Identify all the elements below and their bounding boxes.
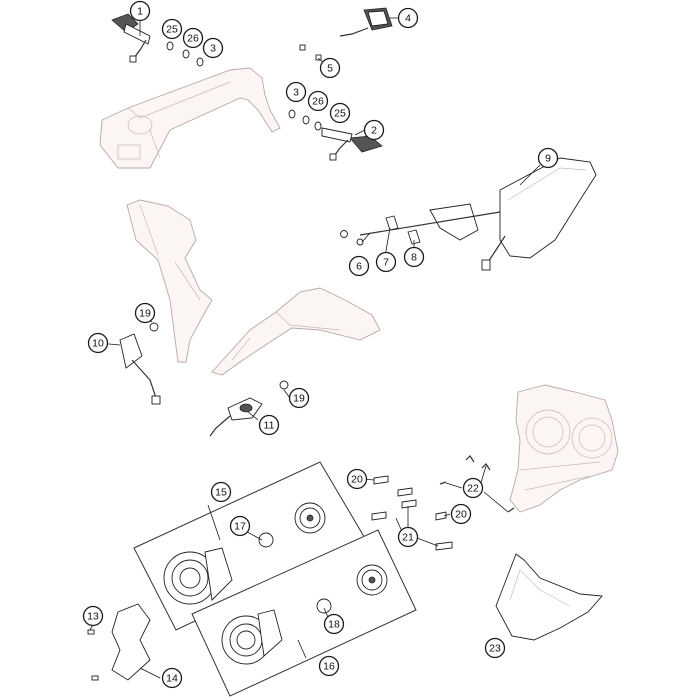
svg-text:10: 10 [92,338,104,350]
callout-10[interactable]: 10 [87,332,109,354]
callout-19-lower[interactable]: 19 [288,387,310,409]
callout-19-upper[interactable]: 19 [134,302,156,324]
svg-text:21: 21 [402,532,414,544]
clip-parts-22 [439,455,515,513]
svg-text:26: 26 [312,96,324,108]
svg-text:3: 3 [293,87,299,99]
svg-text:14: 14 [166,673,178,685]
right-fairing-panel-ghost [211,287,381,376]
callout-13[interactable]: 13 [82,605,104,627]
callout-25-rear[interactable]: 25 [329,102,351,124]
reflector-right-part [209,397,263,437]
callout-25-front[interactable]: 25 [161,18,183,40]
callout-3-front[interactable]: 3 [202,37,224,59]
callout-26-front[interactable]: 26 [182,27,204,49]
callout-17[interactable]: 17 [229,515,251,537]
callout-23[interactable]: 23 [484,637,506,659]
svg-text:22: 22 [467,483,479,495]
headlight-bracket-ghost [509,384,619,513]
svg-text:13: 13 [87,611,99,623]
callout-20-lower[interactable]: 20 [450,503,472,525]
svg-text:4: 4 [405,13,411,25]
nut-parts-19 [149,322,289,390]
callout-16[interactable]: 16 [318,655,340,677]
bolt-parts-20-21 [371,475,453,551]
svg-text:20: 20 [351,474,363,486]
svg-text:19: 19 [139,308,151,320]
svg-text:11: 11 [264,420,275,432]
svg-text:1: 1 [137,6,143,18]
callout-21[interactable]: 21 [397,526,419,548]
svg-text:26: 26 [187,33,199,45]
svg-text:3: 3 [210,43,216,55]
license-plate-light-part [339,7,393,37]
svg-text:19: 19 [293,393,305,405]
svg-text:8: 8 [411,252,417,264]
svg-text:7: 7 [383,257,389,269]
callout-3-rear[interactable]: 3 [285,81,307,103]
callout-6[interactable]: 6 [348,255,370,277]
callout-1[interactable]: 1 [129,0,151,22]
turn-signal-left-part [111,13,151,63]
svg-text:17: 17 [234,521,246,533]
callout-14[interactable]: 14 [161,667,183,689]
callout-18[interactable]: 18 [323,613,345,635]
svg-text:2: 2 [371,125,377,137]
svg-text:20: 20 [455,509,467,521]
svg-text:25: 25 [334,108,346,120]
callout-2[interactable]: 2 [363,119,385,141]
washer-stack-front [166,41,204,67]
callout-8[interactable]: 8 [403,246,425,268]
callout-20-upper[interactable]: 20 [346,468,368,490]
washer-stack-rear [288,109,322,131]
svg-text:5: 5 [327,63,333,75]
callout-26-rear[interactable]: 26 [307,90,329,112]
headlight-right-part [191,529,417,697]
headlight-left-part [133,461,367,631]
callout-5[interactable]: 5 [319,57,341,79]
mounting-bracket-part [87,603,151,681]
svg-text:6: 6 [356,261,362,273]
callout-15[interactable]: 15 [210,481,232,503]
svg-text:9: 9 [545,153,551,165]
reflector-left-part [119,333,161,405]
callout-22[interactable]: 22 [462,477,484,499]
screw-parts-5 [299,44,322,61]
svg-text:23: 23 [489,643,501,655]
callout-11[interactable]: 11 [258,414,280,436]
hardware-6-7-8 [340,215,421,246]
svg-text:15: 15 [215,487,227,499]
callout-7[interactable]: 7 [375,251,397,273]
callout-4[interactable]: 4 [397,7,419,29]
tail-light-part [359,157,597,271]
nose-cover-part [495,553,603,641]
callout-9[interactable]: 9 [537,147,559,169]
svg-text:25: 25 [166,24,178,36]
left-fairing-panel-ghost [126,199,213,363]
tail-subframe-ghost [99,67,281,169]
svg-text:16: 16 [323,661,335,673]
svg-text:18: 18 [328,619,340,631]
